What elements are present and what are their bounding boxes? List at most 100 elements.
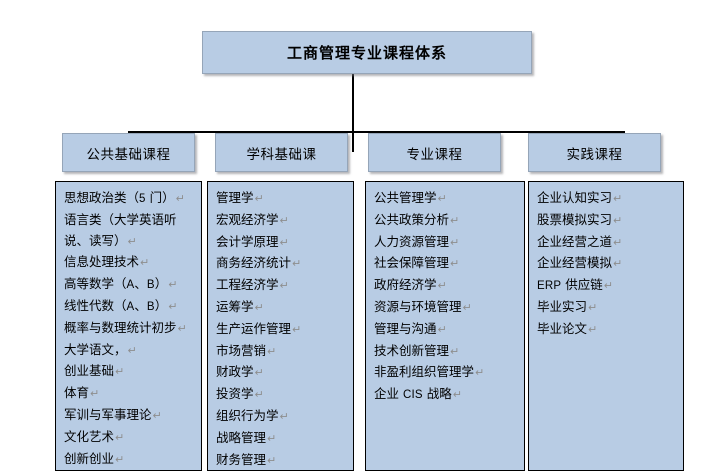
course-item: 工程经济学↵ xyxy=(216,277,289,293)
paragraph-mark-icon: ↵ xyxy=(279,409,289,423)
category-node-practice-courses[interactable]: 实践课程 xyxy=(528,133,661,172)
paragraph-mark-icon: ↵ xyxy=(462,300,472,314)
course-item: 宏观经济学↵ xyxy=(216,211,289,227)
course-item: 政府经济学↵ xyxy=(374,277,447,293)
paragraph-mark-icon: ↵ xyxy=(152,408,162,422)
course-panel-discipline-foundation: 管理学↵ 宏观经济学↵ 会计学原理↵ 商务经济统计↵ 工程经济学↵ 运筹学↵ 生产运作管理↵… xyxy=(207,181,354,471)
paragraph-mark-icon: ↵ xyxy=(437,322,447,336)
category-label-0: 公共基础课程 xyxy=(86,146,171,163)
paragraph-mark-icon: ↵ xyxy=(254,192,264,205)
category-node-discipline-foundation[interactable]: 学科基础课 xyxy=(215,133,348,172)
course-item: 股票模拟实习↵ xyxy=(537,211,623,227)
course-list-0: 思想政治类（5 门）↵ 语言类（大学英语听说、读写）↵ 信息处理技术↵ 高等数学（A、… xyxy=(64,188,201,470)
paragraph-mark-icon: ↵ xyxy=(450,257,460,271)
paragraph-mark-icon: ↵ xyxy=(450,344,460,358)
paragraph-mark-icon: ↵ xyxy=(437,192,447,205)
paragraph-mark-icon: ↵ xyxy=(613,213,623,227)
course-item: 运筹学↵ xyxy=(216,298,264,314)
paragraph-mark-icon: ↵ xyxy=(588,322,598,336)
course-list-3: 企业认知实习↵ 股票模拟实习↵ 企业经营之道↵ 企业经营模拟↵ ERP 供应链↵ 毕业实习… xyxy=(537,188,683,341)
course-item: 公共政策分析↵ xyxy=(374,211,460,227)
category-label-1: 学科基础课 xyxy=(246,146,317,163)
paragraph-mark-icon: ↵ xyxy=(175,192,185,205)
course-item: 创新创业↵ xyxy=(64,450,125,466)
course-list-1: 管理学↵ 宏观经济学↵ 会计学原理↵ 商务经济统计↵ 工程经济学↵ 运筹学↵ 生产运作管理↵… xyxy=(216,188,353,470)
paragraph-mark-icon: ↵ xyxy=(254,388,264,402)
course-item: 毕业实习↵ xyxy=(537,298,598,314)
paragraph-mark-icon: ↵ xyxy=(292,322,302,336)
course-item: 人力资源管理↵ xyxy=(374,233,460,249)
paragraph-mark-icon: ↵ xyxy=(279,235,289,249)
course-item: 资源与环境管理↵ xyxy=(374,298,472,314)
paragraph-mark-icon: ↵ xyxy=(267,431,277,445)
course-item-latin: CIS xyxy=(402,389,423,402)
paragraph-mark-icon: ↵ xyxy=(168,278,178,292)
course-item: 非盈利组织管理学↵ xyxy=(374,364,485,380)
paragraph-mark-icon: ↵ xyxy=(267,453,277,467)
course-item: ERP 供应链↵ xyxy=(537,277,613,293)
course-item: 企业经营模拟↵ xyxy=(537,255,623,271)
paragraph-mark-icon: ↵ xyxy=(267,344,277,358)
paragraph-mark-icon: ↵ xyxy=(127,343,137,357)
course-item: 财务管理↵ xyxy=(216,451,277,467)
course-panel-practice-courses: 企业认知实习↵ 股票模拟实习↵ 企业经营之道↵ 企业经营模拟↵ ERP 供应链↵ 毕业实习… xyxy=(528,181,684,471)
paragraph-mark-icon: ↵ xyxy=(613,192,623,205)
course-item: 思想政治类（5 门）↵ xyxy=(64,190,185,205)
course-item: 生产运作管理↵ xyxy=(216,320,302,336)
paragraph-mark-icon: ↵ xyxy=(115,365,125,379)
root-node-label: 工商管理专业课程体系 xyxy=(286,44,447,62)
course-item: 投资学↵ xyxy=(216,386,264,402)
course-item: 公共管理学↵ xyxy=(374,190,447,205)
course-item-latin: 5 xyxy=(139,193,146,205)
course-item: 高等数学（A、B）↵ xyxy=(64,276,178,292)
paragraph-mark-icon: ↵ xyxy=(475,366,485,380)
paragraph-mark-icon: ↵ xyxy=(588,300,598,314)
course-item: 技术创新管理↵ xyxy=(374,342,460,358)
course-item: 企业认知实习↵ xyxy=(537,190,623,205)
paragraph-mark-icon: ↵ xyxy=(279,279,289,293)
category-label-2: 专业课程 xyxy=(406,146,463,163)
category-label-3: 实践课程 xyxy=(566,146,623,163)
course-item: 信息处理技术↵ xyxy=(64,254,150,270)
course-item: 体育↵ xyxy=(64,385,100,401)
course-item: 线性代数（A、B）↵ xyxy=(64,297,178,313)
paragraph-mark-icon: ↵ xyxy=(140,256,150,270)
paragraph-mark-icon: ↵ xyxy=(90,387,100,401)
paragraph-mark-icon: ↵ xyxy=(292,257,302,271)
course-item: 文化艺术↵ xyxy=(64,428,125,444)
course-item: 企业经营之道↵ xyxy=(537,233,623,249)
paragraph-mark-icon: ↵ xyxy=(115,452,125,466)
course-item: 毕业论文↵ xyxy=(537,320,598,336)
course-item: 战略管理↵ xyxy=(216,429,277,445)
course-item-latin: ERP xyxy=(537,280,562,293)
course-panel-public-foundation: 思想政治类（5 门）↵ 语言类（大学英语听说、读写）↵ 信息处理技术↵ 高等数学（A、… xyxy=(55,181,202,471)
connector-bus-horizontal xyxy=(128,131,625,133)
course-item: 语言类（大学英语听 xyxy=(64,211,177,227)
paragraph-mark-icon: ↵ xyxy=(279,213,289,227)
course-item-latin: B xyxy=(146,279,155,292)
category-node-major-courses[interactable]: 专业课程 xyxy=(368,133,501,172)
paragraph-mark-icon: ↵ xyxy=(450,213,460,227)
paragraph-mark-icon: ↵ xyxy=(613,235,623,249)
course-item-latin: A xyxy=(126,300,135,313)
course-item-latin: A xyxy=(126,279,135,292)
course-item: 商务经济统计↵ xyxy=(216,255,302,271)
course-item: 概率与数理统计初步↵ xyxy=(64,319,187,335)
course-item: 说、读写）↵ xyxy=(64,232,137,248)
course-item: 会计学原理↵ xyxy=(216,233,289,249)
paragraph-mark-icon: ↵ xyxy=(168,299,178,313)
paragraph-mark-icon: ↵ xyxy=(127,234,137,248)
course-item: 企业 CIS 战略↵ xyxy=(374,386,462,402)
paragraph-mark-icon: ↵ xyxy=(177,321,187,335)
course-item: 大学语文，↵ xyxy=(64,341,137,357)
paragraph-mark-icon: ↵ xyxy=(452,388,462,402)
category-node-public-foundation[interactable]: 公共基础课程 xyxy=(62,133,195,172)
course-item: 军训与军事理论↵ xyxy=(64,406,162,422)
paragraph-mark-icon: ↵ xyxy=(254,300,264,314)
course-item-latin: B xyxy=(146,300,155,313)
connector-stem-vertical xyxy=(352,73,354,152)
root-node-course-system[interactable]: 工商管理专业课程体系 xyxy=(202,31,532,74)
course-item: 财政学↵ xyxy=(216,364,264,380)
course-item: 管理学↵ xyxy=(216,190,264,205)
